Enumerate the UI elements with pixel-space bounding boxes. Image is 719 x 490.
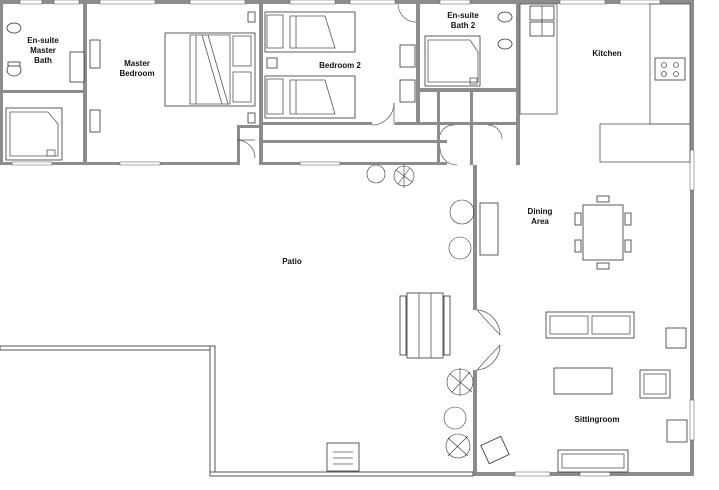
label-ensuite-bath-2: En-suite Bath 2 (447, 11, 479, 30)
label-master-bedroom: Master Bedroom (119, 59, 155, 78)
ensuite2-fixtures (424, 11, 513, 87)
sitting-furniture (480, 311, 688, 473)
plants (366, 164, 475, 459)
label-dining-area: Dining Area (527, 207, 553, 226)
label-kitchen: Kitchen (592, 49, 622, 58)
kitchen-counters (519, 3, 691, 163)
label-sittingroom: Sittingroom (574, 415, 620, 424)
doors (236, 3, 503, 371)
label-patio: Patio (282, 257, 302, 266)
patio-elements (0, 292, 474, 477)
windows-top (19, 0, 661, 5)
dining-furniture (479, 195, 632, 270)
interior-walls (0, 0, 520, 165)
label-bedroom-2: Bedroom 2 (319, 61, 361, 70)
bedroom2-furniture (264, 11, 416, 119)
windows-sitting (514, 149, 695, 477)
windows-bedroom-wing (11, 161, 341, 166)
label-ensuite-master-bath: En-suite Master Bath (27, 36, 59, 65)
master-bath-fixtures (5, 22, 85, 161)
master-bedroom-furniture (89, 11, 256, 133)
